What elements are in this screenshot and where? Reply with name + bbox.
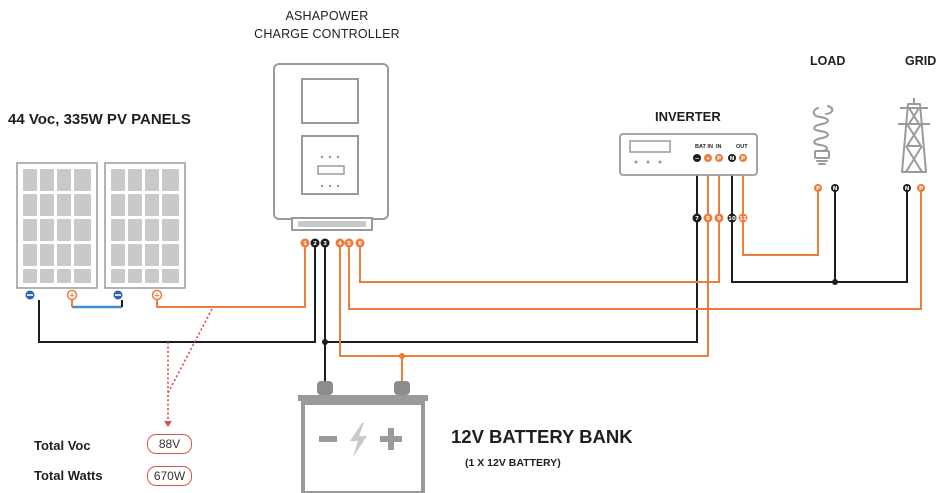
wire-neutral [731, 161, 908, 283]
panel-positive-terminal [66, 289, 78, 301]
pv-panels-title: 44 Voc, 335W PV PANELS [8, 111, 191, 128]
inverter-in-label: IN [716, 144, 722, 150]
junction-dot [322, 339, 328, 345]
terminal-10 [727, 213, 737, 223]
svg-text:9: 9 [717, 216, 721, 222]
charge-controller [273, 63, 389, 231]
svg-text:−: − [695, 156, 700, 162]
terminal-2 [310, 238, 320, 248]
controller-terminals: 1 2 3 4 5 6 [300, 238, 365, 248]
controller-brand: ASHAPOWER [285, 9, 369, 23]
terminal-3 [320, 238, 330, 248]
pv-panel-2: + [104, 162, 186, 301]
svg-text:P: P [816, 186, 820, 192]
terminal-1 [300, 238, 310, 248]
svg-text:N: N [905, 186, 910, 192]
wire-grid-p [348, 191, 922, 310]
load-bulb-icon [812, 105, 834, 165]
terminal-8 [703, 213, 713, 223]
wire-pv-positive [156, 243, 306, 308]
grid-pylon-icon [898, 98, 930, 173]
svg-text:7: 7 [695, 216, 699, 222]
svg-text:+: + [69, 292, 75, 300]
grid-title: GRID [905, 54, 937, 68]
total-indicator-lines [164, 308, 213, 427]
wire-pv-negative [38, 243, 316, 343]
wire-inverter-in-p [359, 161, 720, 283]
panel-positive-terminal [151, 289, 163, 301]
svg-text:N: N [730, 156, 735, 162]
svg-text:P: P [919, 186, 923, 192]
battery-lightning-icon [350, 423, 367, 457]
load-terminals: P N [814, 184, 839, 192]
grid-terminals: N P [903, 184, 925, 192]
pv-panel-1: + [16, 162, 98, 301]
terminal-6 [355, 238, 365, 248]
svg-text:+: + [706, 156, 711, 162]
inverter-title: INVERTER [655, 109, 721, 124]
inverter-wire-terminals: 7 8 9 10 11 [692, 213, 748, 223]
total-watts-value: 670W [147, 466, 192, 486]
junction-dot [399, 353, 405, 359]
total-voc-label: Total Voc [34, 438, 91, 453]
grid-n-terminal [903, 184, 911, 192]
inverter-display [629, 140, 671, 153]
total-watts-label: Total Watts [34, 468, 103, 483]
svg-text:P: P [741, 156, 745, 162]
inverter-out-p [739, 154, 747, 162]
battery-bank-subtitle: (1 X 12V BATTERY) [465, 457, 561, 469]
battery-bank-title: 12V BATTERY BANK [451, 426, 633, 447]
load-p-terminal [814, 184, 822, 192]
svg-text:6: 6 [358, 241, 362, 247]
wire-battery-positive [339, 161, 709, 357]
battery-minus-icon [319, 436, 337, 442]
svg-text:2: 2 [313, 241, 317, 247]
inverter-bat-in-label: BAT IN [695, 144, 713, 150]
inverter-in-n [728, 154, 736, 162]
svg-text:3: 3 [323, 241, 327, 247]
inverter-in-p [715, 154, 723, 162]
inverter-bat-negative [693, 154, 701, 162]
terminal-5 [344, 238, 354, 248]
controller-title: ASHAPOWER CHARGE CONTROLLER [232, 7, 422, 43]
svg-text:8: 8 [706, 216, 710, 222]
svg-text:P: P [717, 156, 721, 162]
inverter-bat-positive [704, 154, 712, 162]
svg-text:11: 11 [739, 216, 747, 222]
svg-text:10: 10 [728, 216, 736, 222]
controller-name: CHARGE CONTROLLER [254, 27, 400, 41]
svg-text:+: + [154, 292, 160, 300]
svg-text:5: 5 [347, 241, 351, 247]
battery-positive-post [394, 381, 410, 395]
terminal-11 [738, 213, 748, 223]
junction-dot [832, 279, 838, 285]
controller-panel [301, 135, 359, 195]
load-title: LOAD [810, 54, 846, 68]
battery-negative-post [317, 381, 333, 395]
svg-text:4: 4 [338, 241, 342, 247]
terminal-9 [714, 213, 724, 223]
svg-text:1: 1 [303, 241, 307, 247]
terminal-4 [335, 238, 345, 248]
total-voc-value: 88V [147, 434, 192, 454]
load-n-terminal [831, 184, 839, 192]
inverter: BAT IN IN OUT − + P N P [619, 133, 758, 176]
battery [298, 381, 428, 493]
grid-p-terminal [917, 184, 925, 192]
wire-load-p [742, 161, 819, 256]
terminal-7 [692, 213, 702, 223]
inverter-out-label: OUT [736, 144, 748, 150]
controller-display [301, 78, 359, 124]
svg-text:N: N [833, 186, 838, 192]
